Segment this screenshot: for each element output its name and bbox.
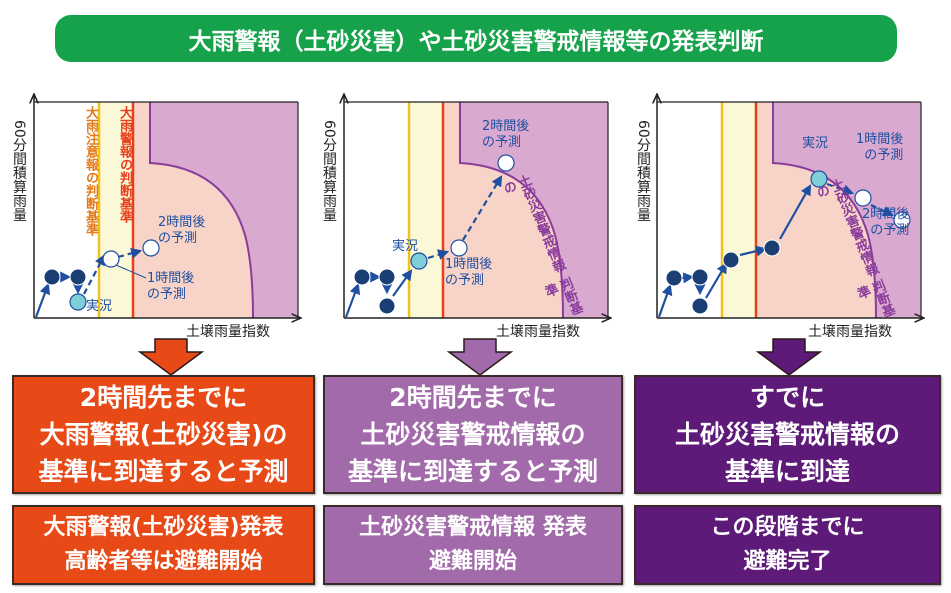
current-label: 実況 [802,136,829,151]
current-point [69,293,87,311]
down-arrow-icon [138,338,204,376]
action-box-evacuation-complete: この段階までに 避難完了 [634,505,941,585]
x-axis-label: 土壌雨量指数 [808,324,892,340]
forecast-2h-label: 2時間後 の予測 [862,207,910,238]
x-axis-label: 土壌雨量指数 [496,324,580,340]
title-banner: 大雨警報（土砂災害）や土砂災害警戒情報等の発表判断 [55,15,897,62]
forecast-2h-label: 2時間後 の予測 [482,119,530,150]
forecast-2h-point [142,239,160,257]
sediment-zone [150,102,298,318]
page-title: 大雨警報（土砂災害）や土砂災害警戒情報等の発表判断 [188,28,764,55]
result-box-sediment-forecast: 2時間先までに 土砂災害警戒情報の 基準に到達すると予測 [323,375,623,494]
forecast-1h-label: 1時間後 の予測 [147,271,195,302]
forecast-2h-point [497,154,515,172]
y-axis-label: 60分間積算雨量 [635,120,651,222]
y-axis-label: 60分間積算雨量 [11,120,27,222]
current-point [810,170,828,188]
warning-threshold-label: 大雨警報の判断基準 [117,106,132,223]
forecast-2h-point [893,211,911,229]
result-box-sediment-reached: すでに 土砂災害警戒情報の 基準に到達 [634,375,941,494]
action-box-warning: 大雨警報(土砂災害)発表 高齢者等は避難開始 [12,505,315,585]
forecast-1h-label: 1時間後 の予測 [856,132,904,163]
forecast-1h-point [102,250,120,268]
data-point [69,268,87,286]
result-box-warning-forecast: 2時間先までに 大雨警報(土砂災害)の 基準に到達すると予測 [12,375,315,494]
y-axis-label: 60分間積算雨量 [321,120,337,222]
data-point [43,268,61,286]
advisory-threshold-label: 大雨注意報の判断基準 [83,106,98,236]
down-arrow-icon [756,338,822,376]
chart-panel-1: 60分間積算雨量 土壌雨量指数 大雨注意報の判断基準 大雨警報の判断基準 実況 … [0,85,310,345]
down-arrow-icon [447,338,513,376]
current-point [410,252,428,270]
forecast-2h-label: 2時間後 の予測 [158,215,206,246]
chart-panel-2: 60分間積算雨量 土壌雨量指数 土砂災害警戒情報の 判断基準 実況 1時間後 の… [310,85,620,345]
chart-panel-3: 60分間積算雨量 土壌雨量指数 土砂災害警戒情報の 判断基準 実況 1時間後 の… [630,85,940,345]
forecast-1h-label: 1時間後 の予測 [445,257,493,288]
forecast-1h-point [450,239,468,257]
current-label: 実況 [86,299,113,314]
advisory-zone [99,102,133,318]
x-axis-label: 土壌雨量指数 [186,324,270,340]
action-box-sediment: 土砂災害警戒情報 発表 避難開始 [323,505,623,585]
current-label: 実況 [392,239,419,254]
forecast-1h-point [854,189,872,207]
